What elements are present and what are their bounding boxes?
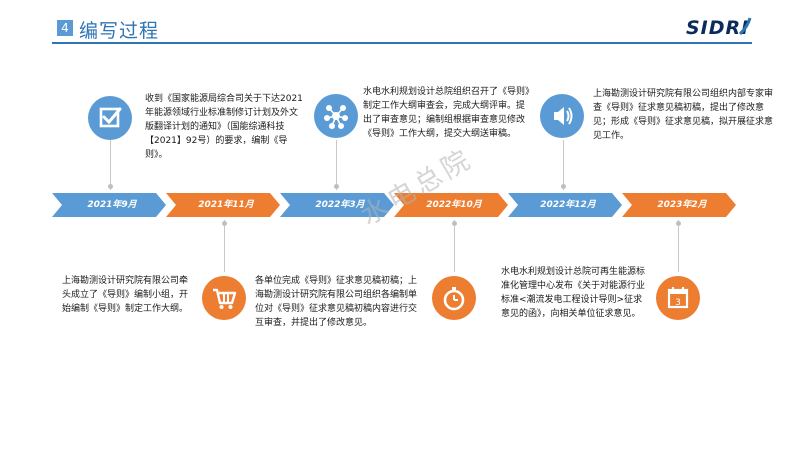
connector-dot: [561, 184, 566, 189]
connector-dot: [452, 221, 457, 226]
checkbox-icon: [99, 107, 122, 128]
connector-line: [563, 140, 564, 190]
connector-line: [224, 220, 225, 272]
connector-dot: [108, 184, 113, 189]
timeline-arrow-2022-10: 2022年10月: [394, 193, 508, 217]
timeline-arrow-2022-12: 2022年12月: [508, 193, 622, 217]
stopwatch-icon: [443, 287, 465, 311]
calendar-day: 3: [675, 298, 681, 308]
date-label: 2023年2月: [657, 200, 707, 210]
date-label: 2021年11月: [198, 200, 254, 210]
slide-header: 4 编写过程 SIDRI: [0, 0, 800, 44]
milestone-description: 上海勘测设计研究院有限公司组织内部专家审查《导则》征求意见稿初稿，提出了修改意见…: [593, 89, 774, 141]
date-label: 2022年3月: [315, 200, 365, 210]
milestone-description: 各单位完成《导则》征求意见稿初稿；上海勘测设计研究院有限公司组织各编制单位对《导…: [255, 276, 418, 328]
calendar-icon: 3: [667, 287, 689, 309]
milestone-description: 水电水利规划设计总院可再生能源标准化管理中心发布《关于对能源行业标准<潮流发电工…: [501, 267, 646, 319]
milestone-icon-circle: 3: [656, 276, 700, 320]
timeline-arrow-2021-09: 2021年9月: [52, 193, 166, 217]
milestone-icon-circle: [88, 96, 132, 140]
connector-dot: [676, 221, 681, 226]
milestone-description: 水电水利规划设计总院组织召开了《导则》制定工作大纲审查会，完成大纲评审。提出了审…: [363, 87, 530, 139]
timeline-arrow-2021-11: 2021年11月: [166, 193, 280, 217]
connector-dot: [222, 221, 227, 226]
date-label: 2021年9月: [87, 200, 137, 210]
company-logo: SIDRI: [686, 17, 750, 39]
milestone-icon-circle: [432, 276, 476, 320]
milestone-icon-circle: [202, 276, 246, 320]
connector-line: [110, 140, 111, 190]
speaker-icon: [554, 107, 573, 125]
milestone-description: 上海勘测设计研究院有限公司牵头成立了《导则》编制小组，开始编制《导则》制定工作大…: [62, 276, 189, 314]
header-divider: [52, 42, 752, 44]
milestone-description: 收到《国家能源局综合司关于下达2021年能源领域行业标准制修订计划及外文版翻译计…: [145, 94, 303, 160]
milestone-icon-circle: [540, 94, 584, 138]
section-number: 4: [57, 20, 73, 36]
logo-swoosh-icon: [738, 17, 752, 36]
date-label: 2022年10月: [426, 200, 482, 210]
milestone-icon-circle: [314, 94, 358, 138]
connector-line: [454, 220, 455, 272]
timeline-arrow-2022-03: 2022年3月: [280, 193, 394, 217]
timeline-arrow-2023-02: 2023年2月: [622, 193, 736, 217]
network-icon: [324, 105, 348, 129]
page-title: 编写过程: [79, 20, 160, 42]
connector-dot: [334, 184, 339, 189]
connector-line: [678, 220, 679, 272]
date-label: 2022年12月: [540, 200, 596, 210]
cart-icon: [213, 288, 237, 309]
connector-line: [336, 140, 337, 190]
